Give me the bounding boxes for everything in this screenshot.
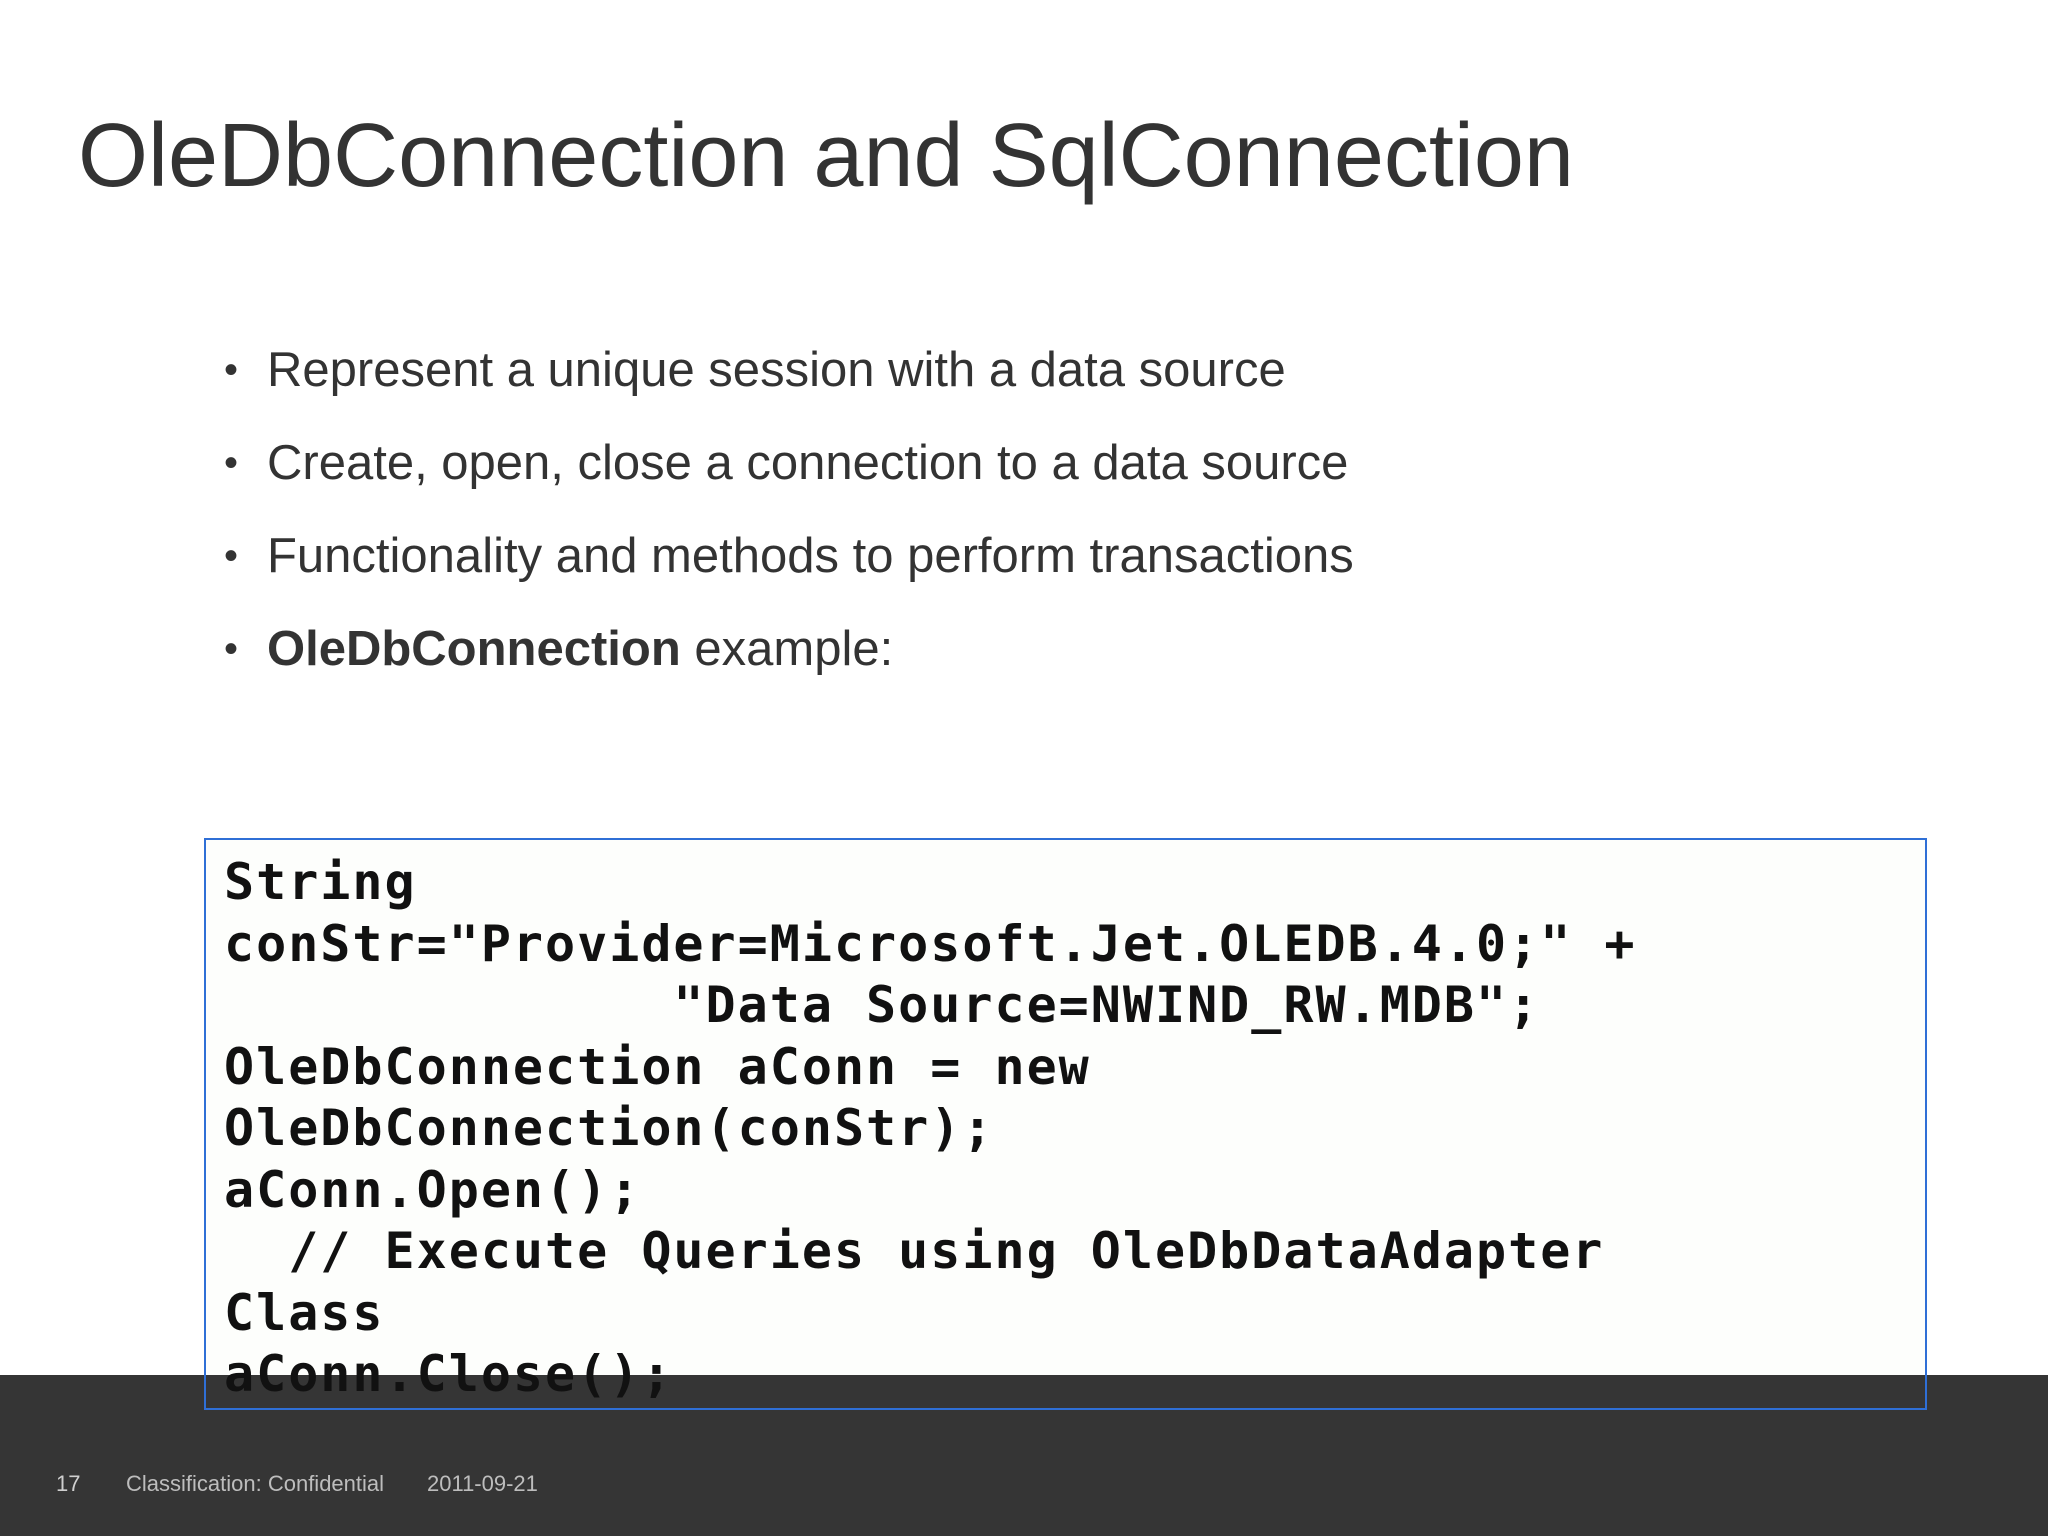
bullet-bold-text: OleDbConnection bbox=[267, 622, 681, 676]
bullet-list: • Represent a unique session with a data… bbox=[224, 340, 1354, 712]
bullet-dot-icon: • bbox=[224, 441, 239, 485]
code-line: // Execute Queries using OleDbDataAdapte… bbox=[224, 1222, 1605, 1280]
code-line: String bbox=[224, 853, 417, 911]
footer-bar bbox=[0, 1375, 2048, 1536]
code-background bbox=[206, 840, 1925, 1375]
code-line: "Data Source=NWIND_RW.MDB"; bbox=[224, 976, 1541, 1034]
bullet-item: • OleDbConnection example: bbox=[224, 619, 1354, 679]
bullet-item: • Create, open, close a connection to a … bbox=[224, 433, 1354, 493]
bullet-dot-icon: • bbox=[224, 534, 239, 578]
footer-date: 2011-09-21 bbox=[427, 1471, 538, 1496]
bullet-item: • Represent a unique session with a data… bbox=[224, 340, 1354, 400]
code-block: String conStr="Provider=Microsoft.Jet.OL… bbox=[224, 852, 1637, 1406]
bullet-text: Represent a unique session with a data s… bbox=[267, 343, 1286, 397]
page-number: 17 bbox=[56, 1471, 81, 1496]
bullet-item: • Functionality and methods to perform t… bbox=[224, 526, 1354, 586]
bullet-dot-icon: • bbox=[224, 627, 239, 671]
code-line: aConn.Close(); bbox=[224, 1345, 674, 1403]
bullet-dot-icon: • bbox=[224, 348, 239, 392]
classification-label: Classification: Confidential bbox=[126, 1471, 385, 1496]
code-frame bbox=[204, 838, 1927, 1410]
code-line: Class bbox=[224, 1283, 385, 1342]
code-line: OleDbConnection(conStr); bbox=[224, 1099, 995, 1157]
slide-title: OleDbConnection and SqlConnection bbox=[78, 106, 1574, 206]
code-line: conStr="Provider=Microsoft.Jet.OLEDB.4.0… bbox=[224, 914, 1637, 973]
bullet-text: Create, open, close a connection to a da… bbox=[267, 436, 1349, 490]
bullet-text: example: bbox=[680, 622, 894, 676]
code-line: OleDbConnection aConn = new bbox=[224, 1037, 1091, 1096]
code-line: aConn.Open(); bbox=[224, 1160, 642, 1219]
bullet-text: Functionality and methods to perform tra… bbox=[267, 529, 1354, 583]
